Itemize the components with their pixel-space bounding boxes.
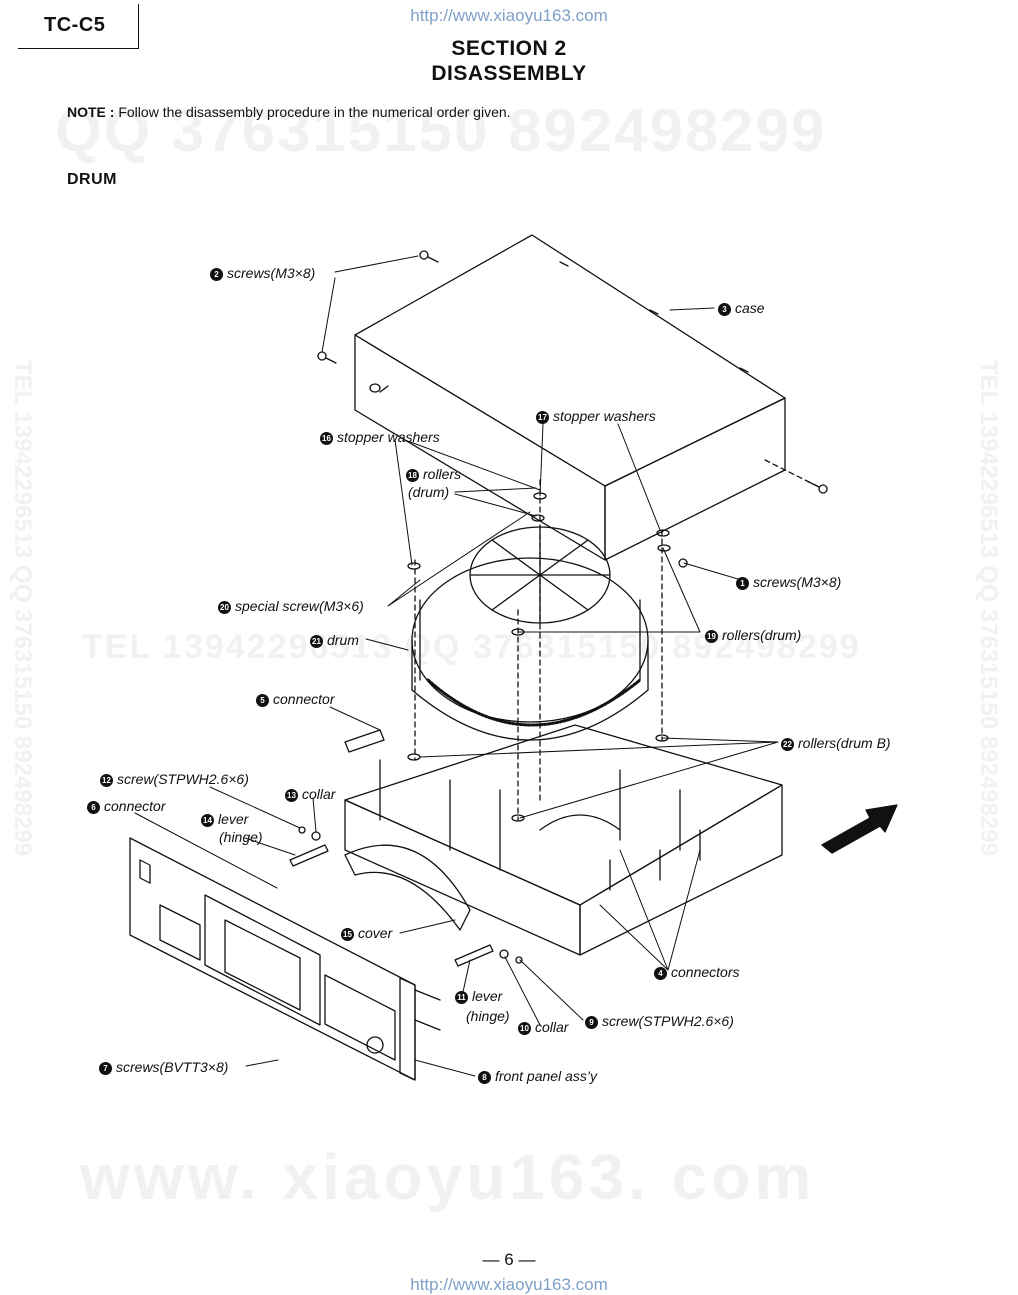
- callout-18-sub: (drum): [408, 484, 450, 500]
- callout-14-sub: (hinge): [219, 829, 263, 845]
- model-box: TC-C5: [18, 4, 139, 49]
- section-number: SECTION 2: [451, 37, 567, 60]
- source-url-bottom: http://www.xiaoyu163.com: [410, 1275, 608, 1294]
- direction-arrow-icon: [821, 804, 898, 854]
- model-number: TC-C5: [44, 14, 106, 36]
- note: NOTE : Follow the disassembly procedure …: [67, 104, 511, 120]
- assembly-lines: [414, 479, 663, 821]
- source-url-top: http://www.xiaoyu163.com: [410, 6, 608, 25]
- case-drawing: [354, 234, 786, 561]
- screws-top: [317, 250, 828, 494]
- watermark-website: www. xiaoyu163. com: [80, 1141, 816, 1213]
- front-panel-drawing: [129, 837, 441, 1081]
- watermark-tel: TEL 13942296513 QQ 376315150 892498299: [82, 628, 861, 666]
- section-name: DISASSEMBLY: [431, 62, 587, 85]
- leader-lines: [134, 255, 779, 1077]
- page-number: — 6 —: [482, 1250, 536, 1269]
- connector-drawing: [344, 729, 385, 753]
- callout-11-sub: (hinge): [466, 1008, 510, 1024]
- note-text: Follow the disassembly procedure in the …: [118, 104, 511, 120]
- cover-drawing: [344, 844, 471, 931]
- drum-drawing: [411, 526, 649, 741]
- note-label: NOTE :: [67, 104, 115, 120]
- chassis-drawing: [344, 724, 783, 956]
- page-title: SECTION 2 DISASSEMBLY: [0, 36, 1018, 86]
- washers-rollers: [407, 492, 688, 822]
- small-parts: [289, 826, 523, 967]
- watermark-qq: QQ 376315150 892498299: [55, 97, 827, 164]
- subheading-drum: DRUM: [67, 171, 117, 188]
